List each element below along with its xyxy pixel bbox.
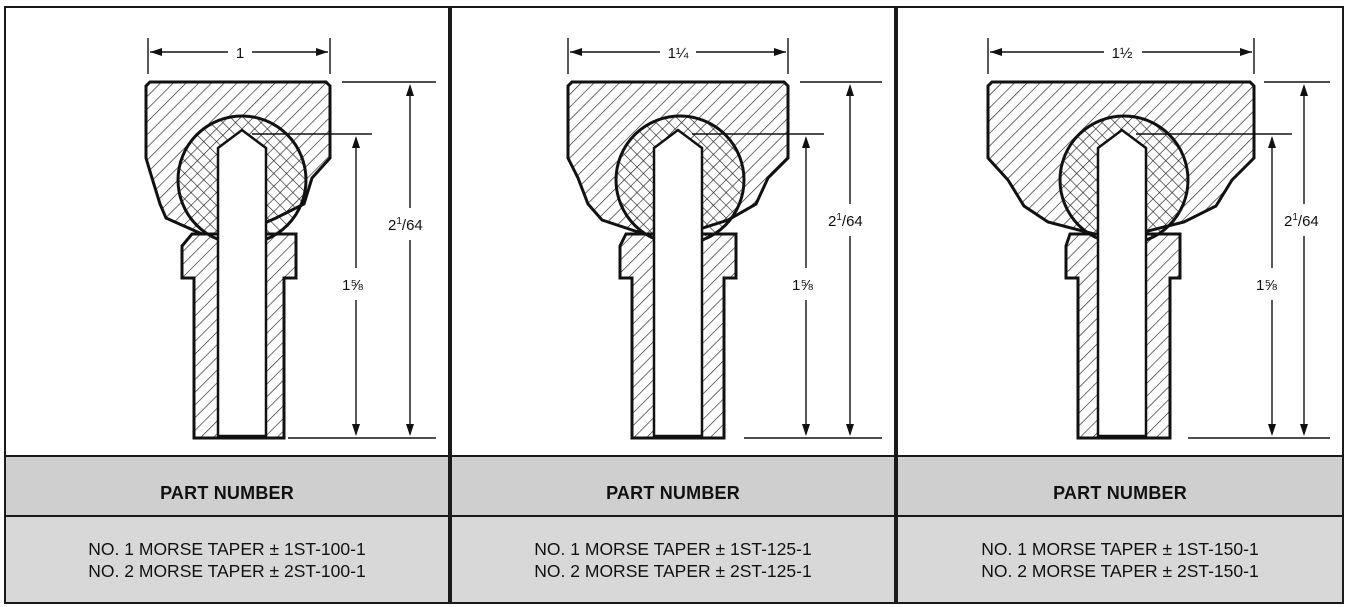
inner-height-label: 1⅝ bbox=[342, 277, 363, 294]
part-number-header-3: PART NUMBER bbox=[898, 455, 1342, 517]
part-column-3: 1½ 21/64 1⅝ PART NUMBER NO. 1 MORSE TAPE… bbox=[896, 6, 1344, 604]
width-dimension-label: 1 bbox=[236, 45, 244, 62]
part-number-row: NO. 2 MORSE TAPER ± 2ST-125-1 bbox=[534, 560, 812, 581]
cross-section-drawing-2: 1¼ 21/64 1⅝ bbox=[452, 8, 894, 455]
bore bbox=[652, 128, 704, 438]
cross-section-svg-2: 1¼ 21/64 1⅝ bbox=[566, 38, 882, 440]
inner-height-label: 1⅝ bbox=[792, 277, 813, 294]
overall-height-label: 21/64 bbox=[388, 216, 423, 234]
cross-section-drawing-1: 1 21/64 1⅝ bbox=[6, 8, 448, 455]
part-number-row: NO. 1 MORSE TAPER ± 1ST-150-1 bbox=[981, 538, 1259, 559]
part-number-header-1: PART NUMBER bbox=[6, 455, 448, 517]
part-column-2: 1¼ 21/64 1⅝ PART NUMBER NO. 1 MORSE TAPE… bbox=[450, 6, 896, 604]
part-number-row: NO. 2 MORSE TAPER ± 2ST-100-1 bbox=[88, 560, 366, 581]
part-number-header-2: PART NUMBER bbox=[452, 455, 894, 517]
overall-height-label: 21/64 bbox=[1284, 212, 1319, 230]
cross-section-drawing-3: 1½ 21/64 1⅝ bbox=[898, 8, 1342, 455]
part-number-rows-2: NO. 1 MORSE TAPER ± 1ST-125-1 NO. 2 MORS… bbox=[452, 517, 894, 602]
cross-section-svg-3: 1½ 21/64 1⅝ bbox=[986, 38, 1330, 440]
overall-height-label: 21/64 bbox=[828, 212, 863, 230]
part-number-row: NO. 2 MORSE TAPER ± 2ST-150-1 bbox=[981, 560, 1259, 581]
bore bbox=[216, 128, 268, 438]
part-number-row: NO. 1 MORSE TAPER ± 1ST-125-1 bbox=[534, 538, 812, 559]
part-number-rows-1: NO. 1 MORSE TAPER ± 1ST-100-1 NO. 2 MORS… bbox=[6, 517, 448, 602]
part-number-rows-3: NO. 1 MORSE TAPER ± 1ST-150-1 NO. 2 MORS… bbox=[898, 517, 1342, 602]
inner-height-label: 1⅝ bbox=[1256, 277, 1277, 294]
cross-section-svg-1: 1 21/64 1⅝ bbox=[144, 38, 436, 440]
part-column-1: 1 21/64 1⅝ PART NUMBER NO. 1 MORSE TAPER bbox=[4, 6, 450, 604]
part-number-row: NO. 1 MORSE TAPER ± 1ST-100-1 bbox=[88, 538, 366, 559]
width-dimension-label: 1½ bbox=[1112, 45, 1133, 62]
bore bbox=[1096, 128, 1148, 438]
width-dimension-label: 1¼ bbox=[668, 45, 689, 62]
